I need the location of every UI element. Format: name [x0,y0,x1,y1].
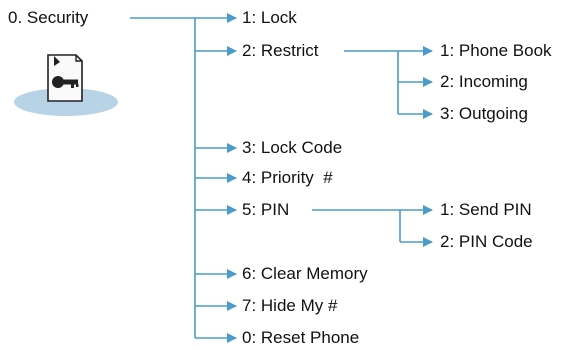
menu-item-pin: 5: PIN [242,200,290,219]
lock-key-icon [47,54,83,102]
submenu-item-pin-code: 2: PIN Code [440,232,533,251]
submenu-item-outgoing: 3: Outgoing [440,104,528,123]
submenu-item-send-pin: 1: Send PIN [440,200,532,219]
menu-item-clear-memory: 6: Clear Memory [242,264,368,283]
submenu-item-phone-book: 1: Phone Book [440,41,552,60]
menu-item-lock: 1: Lock [242,8,297,27]
icon-shadow-ellipse [14,88,118,116]
menu-item-restrict: 2: Restrict [242,41,319,60]
menu-item-hide-my: 7: Hide My # [242,296,338,315]
menu-root-security: 0. Security [8,8,89,27]
menu-item-lock-code: 3: Lock Code [242,138,343,157]
menu-item-priority: 4: Priority # [242,168,333,187]
submenu-item-incoming: 2: Incoming [440,72,528,91]
security-icon [14,54,118,116]
menu-item-reset-phone: 0: Reset Phone [242,328,360,347]
